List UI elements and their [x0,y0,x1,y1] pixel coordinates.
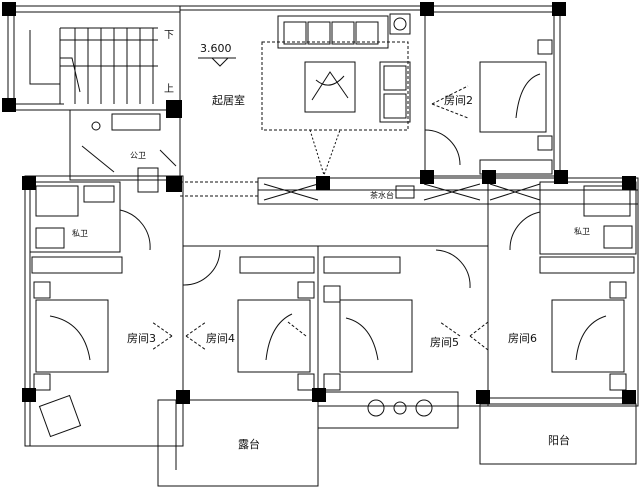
label-room4: 房间4 [206,332,235,345]
private-bath-left [29,181,121,253]
tea-sink [395,185,415,199]
bed-room6 [551,299,625,373]
tv-view [309,129,341,177]
bay-room5 [317,391,459,429]
column [420,2,434,16]
sofa [277,15,389,49]
door-room2 [424,129,461,166]
bed-room2 [479,61,547,133]
toilet-left [35,227,65,249]
wall-room5 [317,245,489,407]
label-living-room: 起居室 [212,94,245,107]
toilet-public [137,167,159,193]
wardrobe-room5 [323,256,401,274]
column [312,388,326,402]
column [166,176,182,192]
column [622,176,636,190]
label-room5: 房间5 [430,336,459,349]
wardrobe-room3 [31,256,123,274]
column [22,176,36,190]
label-private-bath-left: 私卫 [72,229,88,238]
column [476,390,490,404]
label-elevation: 3.600 [200,42,232,55]
column [482,170,496,184]
private-bath-right [539,181,637,255]
label-tea-counter: 茶水台 [370,191,394,200]
column [552,2,566,16]
wardrobe-room4 [239,256,315,274]
column [166,100,182,118]
chair-room3 [38,394,82,438]
label-stair-down: 下 [164,30,174,41]
column [22,388,36,402]
wardrobe-room6 [539,256,635,274]
column [2,2,16,16]
bed-room4 [237,299,311,373]
column [176,390,190,404]
wall-stair-outer [7,6,71,175]
column [316,176,330,190]
label-terrace: 露台 [238,438,260,451]
wall-public-bath [69,109,181,181]
wall-stair-inner [13,6,64,105]
bed-room5 [339,299,413,373]
label-room2: 房间2 [444,94,473,107]
column [622,390,636,404]
label-public-bath: 公卫 [130,151,146,160]
rug-living [261,41,409,131]
bed-room3 [35,299,109,373]
toilet-right [603,225,633,249]
label-room6: 房间6 [508,332,537,345]
terrace [157,399,319,487]
label-room3: 房间3 [127,332,156,345]
stair-treads [29,27,158,104]
column [2,98,16,112]
label-stair-up: 上 [164,84,174,95]
label-private-bath-right: 私卫 [574,227,590,236]
coffee-table [304,61,356,113]
column [420,170,434,184]
balcony [479,403,637,465]
armchair [379,61,411,123]
column [554,170,568,184]
label-balcony: 阳台 [548,434,570,447]
